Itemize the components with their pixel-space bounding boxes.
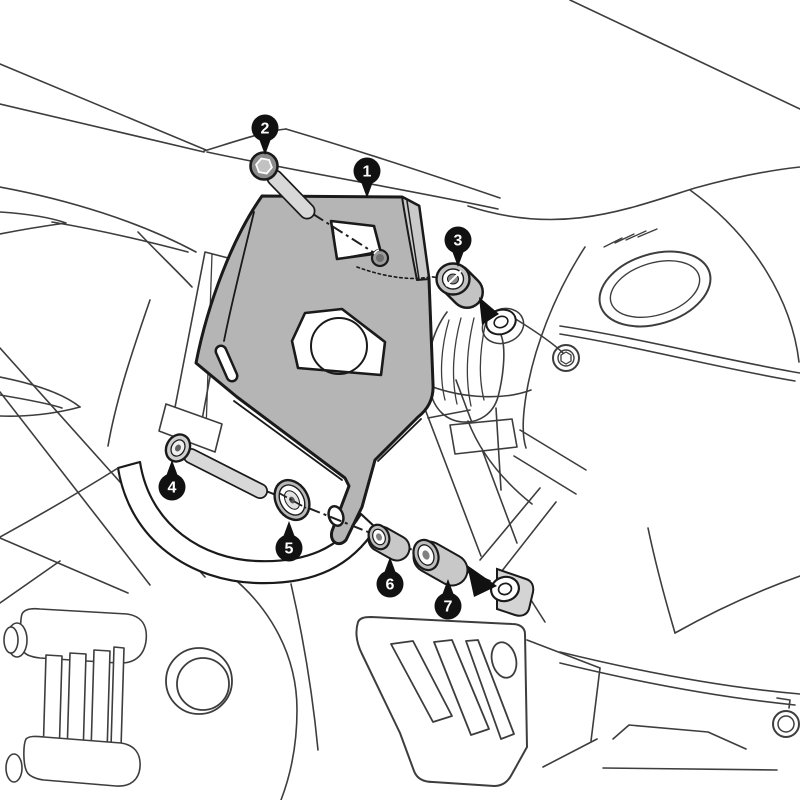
callout-badges: 1 2 3 4 5 6 7 [158, 114, 472, 620]
callout-number: 1 [363, 164, 372, 181]
cup-washer-part [273, 478, 311, 522]
callout-number: 3 [454, 233, 463, 250]
hex-socket [255, 157, 273, 175]
bracket-slot [217, 347, 236, 380]
bracket-upper-opening-lip [332, 226, 376, 259]
callout-badge-spacer-large: 7 [434, 579, 462, 620]
callout-badge-spacer-small: 6 [376, 557, 404, 598]
insert-arrow-icon-upper [479, 297, 499, 325]
callout-badge-cup-washer: 5 [275, 521, 303, 562]
callout-circle [251, 114, 279, 142]
bracket-fold-line [406, 200, 420, 280]
bracket-edge-thickness-right [377, 418, 422, 462]
callout-circle [353, 157, 381, 185]
insert-arrow-icon-lower [467, 565, 497, 597]
callout-circle [444, 226, 472, 254]
assembly-axis-upper [312, 213, 377, 255]
bracket-arm-contour [223, 211, 255, 342]
callout-badge-socket-bolt-long: 4 [158, 460, 186, 501]
callout-number: 6 [386, 577, 395, 594]
frame-boss-lower [490, 567, 535, 617]
socket-bolt-long-part [164, 433, 268, 499]
bracket-edge-thickness-left [233, 400, 343, 481]
spacer-large-part [412, 538, 469, 587]
callout-badge-socket-bolt-short: 2 [251, 114, 279, 155]
callout-badge-rubber-grommet: 3 [444, 226, 472, 267]
rubber-grommet-part [435, 262, 484, 309]
callout-badge-mounting-plate: 1 [353, 157, 381, 198]
callout-circle [376, 570, 404, 598]
bracket-center-opening [290, 307, 387, 377]
mounting-plate-part [194, 194, 453, 546]
callout-number: 5 [285, 541, 294, 558]
subframe-loop-tail [0, 467, 119, 538]
bracket-center-hole [310, 317, 368, 375]
callout-number: 2 [261, 121, 270, 138]
spacer-small-part [367, 523, 411, 562]
callout-circle [434, 592, 462, 620]
callout-number: 7 [444, 599, 453, 616]
callout-circle [158, 473, 186, 501]
callout-number: 4 [168, 480, 177, 497]
bracket-fold-tab [401, 196, 430, 281]
callout-circle [275, 534, 303, 562]
captive-screw [370, 248, 390, 268]
socket-bolt-short-part [249, 151, 316, 220]
